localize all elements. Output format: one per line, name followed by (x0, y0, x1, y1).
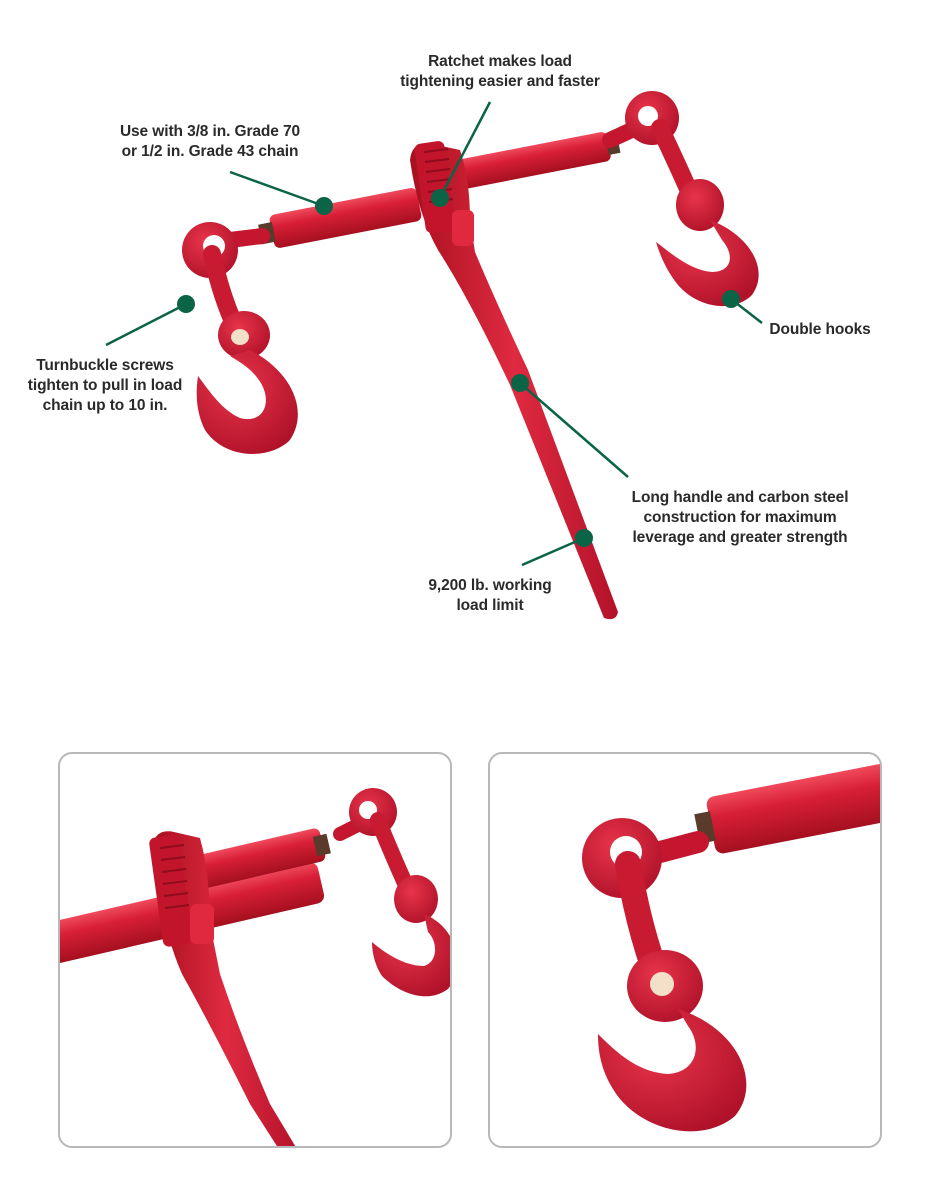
ratchet-closeup-image (60, 788, 450, 1146)
detail-panel-hook (488, 752, 882, 1148)
marker-turnbuckle (177, 295, 195, 313)
callout-turnbuckle: Turnbuckle screws tighten to pull in loa… (27, 357, 183, 414)
left-tube (258, 187, 422, 248)
right-hook-assembly (602, 91, 759, 307)
callout-long-handle: Long handle and carbon steel constructio… (631, 489, 849, 546)
marker-chain (315, 197, 333, 215)
callout-chain-compatibility: Use with 3/8 in. Grade 70 or 1/2 in. Gra… (119, 123, 301, 160)
marker-wll (575, 529, 593, 547)
callout-ratchet: Ratchet makes load tightening easier and… (400, 53, 600, 90)
marker-hooks (722, 290, 740, 308)
marker-ratchet (431, 189, 449, 207)
marker-handle (511, 374, 529, 392)
callout-working-load-limit: 9,200 lb. working load limit (428, 577, 552, 614)
detail-panel-ratchet (58, 752, 452, 1148)
callout-double-hooks: Double hooks (769, 321, 871, 338)
load-binder-illustration (105, 91, 763, 620)
product-diagram: Ratchet makes load tightening easier and… (27, 53, 871, 620)
hook-closeup-image (582, 761, 880, 1132)
left-hook-assembly (182, 222, 298, 454)
callout-markers (177, 189, 740, 547)
